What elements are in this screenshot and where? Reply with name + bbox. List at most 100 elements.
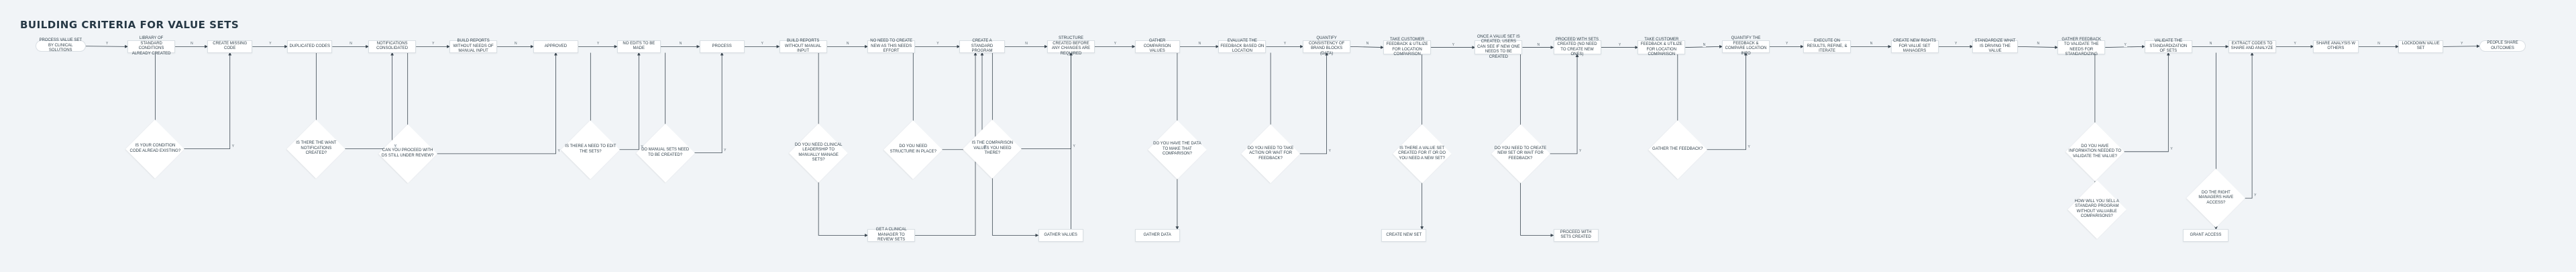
decision-d6: DO YOU NEED CLINICAL LEADERSHIP TO MANUA…	[789, 123, 848, 183]
node-label: ONCE A VALUE SET IS CREATED, USERS CAN S…	[1477, 34, 1520, 59]
connector-arrow	[1017, 52, 1073, 149]
node-label: SHARE ANALYSIS W OTHERS	[2316, 41, 2356, 51]
branch-label-no: N	[845, 42, 850, 46]
process-step-n30: GATHER FEEDBACK TO VALIDATE THE NEEDS FO…	[2057, 38, 2106, 56]
process-step-n10: BUILD REPORTS WITHOUT MANUAL INPUT	[779, 39, 827, 53]
node-label: IS THERE A VALUE SET CREATED FOR IT OR D…	[1398, 146, 1446, 161]
node-label: DO YOU NEED TO TAKE ACTION OR WAIT FOR F…	[1247, 146, 1294, 161]
node-label: PROCESS VALUE SET BY CLINICAL SOLUTIONS	[39, 38, 83, 53]
branch-label-yes: Y	[760, 42, 765, 46]
connector-arrow	[2017, 46, 2058, 49]
branch-label-yes: Y	[1113, 42, 1118, 46]
branch-label-yes: Y	[2253, 193, 2257, 198]
branch-label-no: N	[514, 42, 518, 46]
branch-label-yes: Y	[1328, 148, 1332, 153]
branch-label-yes: Y	[936, 42, 940, 46]
node-label: CREATE NEW SET	[1386, 232, 1422, 237]
node-label: IS YOUR CONDITION CODE ALREAD EXISTING?	[129, 144, 181, 153]
node-label: VALIDATE THE STANDARDIZATION OF SETS	[2149, 39, 2188, 54]
branch-label-yes: Y	[557, 148, 561, 153]
node-label: BUILD REPORTS WITHOUT NEEDS OF MANUAL IN…	[453, 39, 494, 54]
branch-label-yes: Y	[2293, 42, 2297, 46]
connector-arrow	[1520, 169, 1554, 237]
node-label: DO MANUAL SETS NEED TO BE CREATED?	[641, 148, 690, 157]
process-step-n11: NO NEED TO CREATE NEW AS THIS NEEDS EFFO…	[867, 39, 916, 54]
branch-label-yes: Y	[1451, 42, 1456, 47]
process-step-n8: NO EDITS TO BE MADE	[616, 40, 661, 53]
decision-d1: IS YOUR CONDITION CODE ALREAD EXISTING?	[125, 119, 185, 179]
branch-label-no: N	[2208, 42, 2213, 46]
decision-d3: CAN YOU PROCEED WITH DS STILL UNDER REVI…	[378, 124, 437, 183]
branch-label-yes: Y	[1283, 42, 1287, 46]
process-step-n35: LOCKDOWN VALUE SET	[2398, 40, 2444, 53]
branch-label-no: N	[678, 42, 683, 46]
connector-arrow	[432, 52, 557, 154]
process-step-n3: CREATE MISSING CODE	[207, 40, 253, 53]
connector-arrow	[2120, 52, 2170, 152]
node-label: HOW WILL YOU SELL A STANDARD PROGRAM WIT…	[2074, 199, 2119, 219]
process-step-n7: APPROVED	[533, 40, 579, 53]
process-step-n9: PROCESS	[699, 40, 745, 53]
connector-arrow	[2443, 44, 2480, 48]
branch-label-yes: Y	[431, 42, 435, 46]
branch-label-yes: Y	[983, 144, 987, 149]
connector-arrow	[1295, 52, 1328, 154]
node-label: NO NEED TO CREATE NEW AS THIS NEEDS EFFO…	[870, 39, 912, 54]
branch-label-no: N	[2377, 42, 2381, 46]
process-step-n15: STRUCTURE CREATED BEFORE ANY CHANGES ARE…	[1046, 36, 1095, 56]
node-label: NOTIFICATIONS CONSOLIDATED	[376, 41, 409, 51]
process-step-n29: STANDARDIZE WHAT IS DRIVING THE VALUE	[1972, 39, 2018, 53]
process-step-n25: TAKE CUSTOMER FEEDBACK & UTILIZE FOR LOC…	[1638, 38, 1686, 56]
decision-d14: DO YOU HAVE INFORMATION NEEDED TO VALIDA…	[2065, 122, 2125, 181]
node-label: GATHER VALUES	[1044, 232, 1077, 237]
decision-d13: GATHER THE FEEDBACK?	[1648, 120, 1707, 179]
branch-label-yes: Y	[231, 144, 235, 148]
branch-label-yes: Y	[1954, 42, 1958, 46]
decision-d8: IS THE COMPARISON VALUES YOU NEED THERE?	[963, 119, 1022, 179]
decision-d11: IS THERE A VALUE SET CREATED FOR IT OR D…	[1392, 124, 1452, 183]
process-step-n22: ONCE A VALUE SET IS CREATED, USERS CAN S…	[1474, 35, 1523, 59]
node-label: DO YOU HAVE THE DATA TO MAKE THAT COMPAR…	[1153, 142, 1201, 156]
branch-label-yes: Y	[2123, 42, 2127, 47]
branch-label-no: N	[349, 42, 353, 46]
branch-label-yes: Y	[723, 148, 727, 152]
node-label: DO YOU NEED STRUCTURE IN PLACE?	[890, 144, 936, 154]
connector-arrow	[615, 52, 641, 150]
branch-label-yes: Y	[1072, 144, 1076, 148]
node-label: PROCEED WITH SETS CREATED	[1560, 230, 1592, 240]
connector-arrow	[2241, 52, 2254, 199]
node-label: NO EDITS TO BE MADE	[623, 41, 655, 51]
connector-arrow	[1685, 45, 1723, 48]
node-label: GET A CLINICAL MANAGER TO REVIEW SETS	[875, 228, 907, 242]
node-label: LOCKDOWN VALUE SET	[2402, 41, 2440, 51]
decision-d4: IS THERE A NEED TO EDIT THE SETS?	[561, 120, 621, 179]
node-label: TAKE CUSTOMER FEEDBACK & UTILIZE FOR LOC…	[1640, 37, 1682, 57]
branch-label-yes: Y	[1617, 42, 1622, 47]
node-label: PROCEED WITH SETS CREATED (NO NEED TO CR…	[1556, 37, 1599, 57]
process-step-n5: NOTIFICATIONS CONSOLIDATED	[368, 40, 417, 53]
decision-d5: DO MANUAL SETS NEED TO BE CREATED?	[635, 123, 695, 183]
process-step-n21: CREATE NEW SET	[1381, 229, 1427, 242]
node-label: PROCESS	[712, 44, 732, 48]
decision-d16: DO THE RIGHT MANAGERS HAVE ACCESS?	[2186, 169, 2246, 228]
branch-label-yes: Y	[1747, 144, 1751, 149]
process-step-n13: CREATE A STANDARD PROGRAM	[959, 39, 1005, 53]
branch-label-yes: Y	[2460, 42, 2464, 46]
connector-arrow	[818, 168, 868, 237]
branch-label-yes: Y	[596, 42, 600, 46]
connector-arrow	[991, 163, 1039, 237]
process-step-n16: GATHER COMPARISON VALUES	[1134, 39, 1180, 53]
node-label: QUANTIFY CONSISTENCY OF BRAND BLOCKS (DA…	[1308, 36, 1345, 56]
process-step-n24: PROCEED WITH SETS CREATED	[1553, 229, 1599, 242]
node-label: PEOPLE SHARE OUTCOMES	[2487, 41, 2518, 50]
connector-arrow	[1350, 46, 1384, 49]
node-label: DO YOU NEED CLINICAL LEADERSHIP TO MANUA…	[794, 142, 843, 163]
node-label: IS THERE THE WANT NOTIFICATIONS CREATED?	[296, 141, 337, 156]
branch-label-yes: Y	[105, 41, 109, 46]
process-step-n32: GRANT ACCESS	[2183, 229, 2229, 242]
decision-d15: HOW WILL YOU SELL A STANDARD PROGRAM WIT…	[2067, 179, 2127, 239]
connector-arrow	[1703, 52, 1748, 150]
branch-label-no: N	[1197, 42, 1202, 46]
process-step-n28: CREATE NEW RIGHTS FOR VALUE SET MANAGERS	[1890, 39, 1939, 53]
